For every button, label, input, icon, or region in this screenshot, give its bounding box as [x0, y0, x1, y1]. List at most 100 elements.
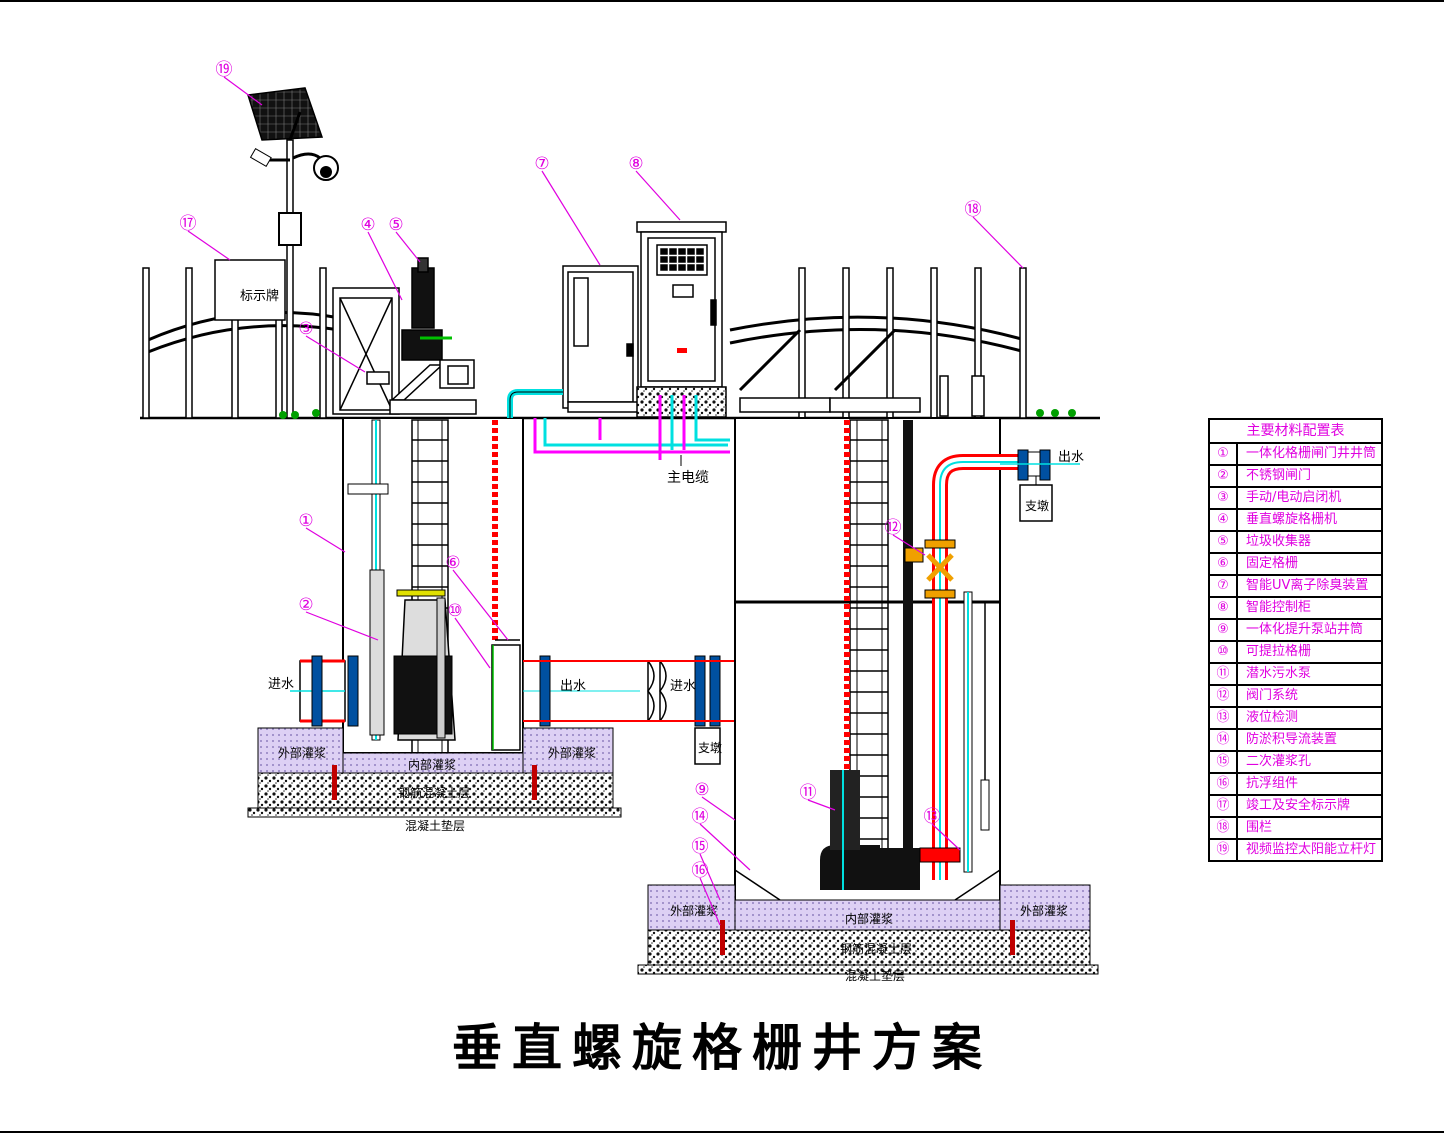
callout-number: ⑫ — [885, 518, 902, 538]
callout-number: ② — [298, 595, 313, 615]
callout-marker: ⑩ — [447, 601, 491, 669]
material-row: ⑧ 智能控制柜 — [1210, 598, 1381, 620]
callout-marker: ⑮ — [692, 837, 721, 901]
cushion-1: 混凝土垫层 — [405, 818, 465, 833]
inlet-left-label: 进水 — [268, 677, 294, 692]
outlet-mid-label: 出水 — [560, 679, 586, 694]
callout-number: ⑤ — [388, 215, 403, 235]
material-number: ⑬ — [1210, 708, 1238, 728]
outer-grout-2: 外部灌浆 — [548, 745, 596, 760]
material-row: ⑥ 固定格栅 — [1210, 554, 1381, 576]
material-name: 潜水污水泵 — [1246, 666, 1312, 681]
outlet-right-label: 出水 — [1058, 450, 1084, 465]
callout-marker: ⑧ — [628, 154, 681, 221]
callout-marker: ⑨ — [694, 780, 736, 821]
material-name: 一体化格栅闸门井井筒 — [1246, 446, 1377, 461]
material-name: 二次灌浆孔 — [1246, 754, 1312, 769]
main-cable-label: 主电缆 — [667, 470, 709, 486]
material-name: 智能控制柜 — [1246, 600, 1312, 615]
pier-right-label: 支墩 — [1025, 499, 1049, 513]
material-number: ⑰ — [1210, 796, 1238, 816]
material-number: ⑭ — [1210, 730, 1238, 750]
solar-panel — [247, 87, 324, 141]
material-table-header: 主要材料配置表 — [1210, 420, 1381, 444]
callout-number: ④ — [360, 215, 375, 235]
uv-deodorizer — [507, 265, 639, 418]
sign-board-label: 标示牌 — [240, 288, 279, 304]
gate-hoist-frame — [332, 287, 400, 415]
material-number: ⑦ — [1210, 576, 1238, 596]
callout-marker: ⑫ — [885, 518, 926, 556]
material-number: ⑲ — [1210, 840, 1238, 860]
material-number: ⑥ — [1210, 554, 1238, 574]
material-row: ⑨ 一体化提升泵站井筒 — [1210, 620, 1381, 642]
material-number: ⑨ — [1210, 620, 1238, 640]
outer-grout-3: 外部灌浆 — [670, 903, 718, 918]
material-name: 固定格栅 — [1246, 556, 1299, 571]
callout-marker: ⑤ — [388, 215, 421, 263]
material-number: ⑤ — [1210, 532, 1238, 552]
material-number: ③ — [1210, 488, 1238, 508]
callout-number: ⑲ — [216, 60, 233, 80]
material-name: 抗浮组件 — [1246, 776, 1299, 791]
inner-grout-1: 内部灌浆 — [408, 757, 456, 772]
material-row: ⑰ 竣工及安全标示牌 — [1210, 796, 1381, 818]
material-number: ⑧ — [1210, 598, 1238, 618]
gate-well — [342, 417, 524, 754]
page-title: 垂直螺旋格栅井方案 — [452, 1019, 992, 1077]
material-row: ⑭ 防淤积导流装置 — [1210, 730, 1381, 752]
screw-machine-head — [389, 257, 477, 415]
material-name: 竣工及安全标示牌 — [1246, 798, 1351, 813]
material-number: ⑮ — [1210, 752, 1238, 772]
callout-number: ⑧ — [628, 154, 643, 174]
outlet-right: 出水 支墩 — [1000, 449, 1084, 522]
cushion-2: 混凝土垫层 — [845, 968, 905, 983]
callout-marker: ⑭ — [692, 807, 751, 871]
callout-number: ⑦ — [534, 154, 549, 174]
material-number: ⑱ — [1210, 818, 1238, 838]
outer-grout-1: 外部灌浆 — [278, 745, 326, 760]
material-row: ⑯ 抗浮组件 — [1210, 774, 1381, 796]
material-number: ② — [1210, 466, 1238, 486]
callout-marker: ⑰ — [180, 214, 231, 261]
sign-board: 标示牌 — [214, 259, 286, 321]
callout-number: ③ — [298, 319, 313, 339]
callout-number: ⑭ — [692, 807, 709, 827]
material-number: ① — [1210, 444, 1238, 464]
callout-number: ⑬ — [924, 807, 941, 827]
material-row: ⑮ 二次灌浆孔 — [1210, 752, 1381, 774]
base-1: 钢筋混凝土层 — [398, 785, 470, 800]
power-cables — [533, 395, 730, 460]
pier-left-label: 支墩 — [698, 741, 722, 755]
support-pier-left: 支墩 — [694, 727, 722, 765]
material-number: ⑯ — [1210, 774, 1238, 794]
callout-number: ⑪ — [800, 783, 817, 803]
callout-number: ① — [298, 511, 313, 531]
material-name: 防淤积导流装置 — [1246, 732, 1338, 747]
callout-marker: ⑦ — [534, 154, 601, 266]
material-row: ① 一体化格栅闸门井井筒 — [1210, 444, 1381, 466]
inner-grout-2: 内部灌浆 — [845, 911, 893, 926]
lamp-head — [249, 147, 272, 168]
callout-number: ⑯ — [692, 861, 709, 881]
callout-marker: ⑲ — [216, 60, 263, 106]
outer-grout-4: 外部灌浆 — [1020, 903, 1068, 918]
inlet-right-label: 进水 — [670, 679, 696, 694]
callout-number: ⑰ — [180, 214, 197, 234]
material-name: 一体化提升泵站井筒 — [1246, 622, 1364, 637]
callout-number: ⑩ — [447, 601, 462, 621]
callout-marker: ⑯ — [692, 861, 721, 926]
pump-well-foundation: 外部灌浆 外部灌浆 内部灌浆 钢筋混凝土层 混凝土垫层 — [637, 884, 1099, 983]
material-number: ⑫ — [1210, 686, 1238, 706]
pump-station-well — [734, 417, 1025, 909]
